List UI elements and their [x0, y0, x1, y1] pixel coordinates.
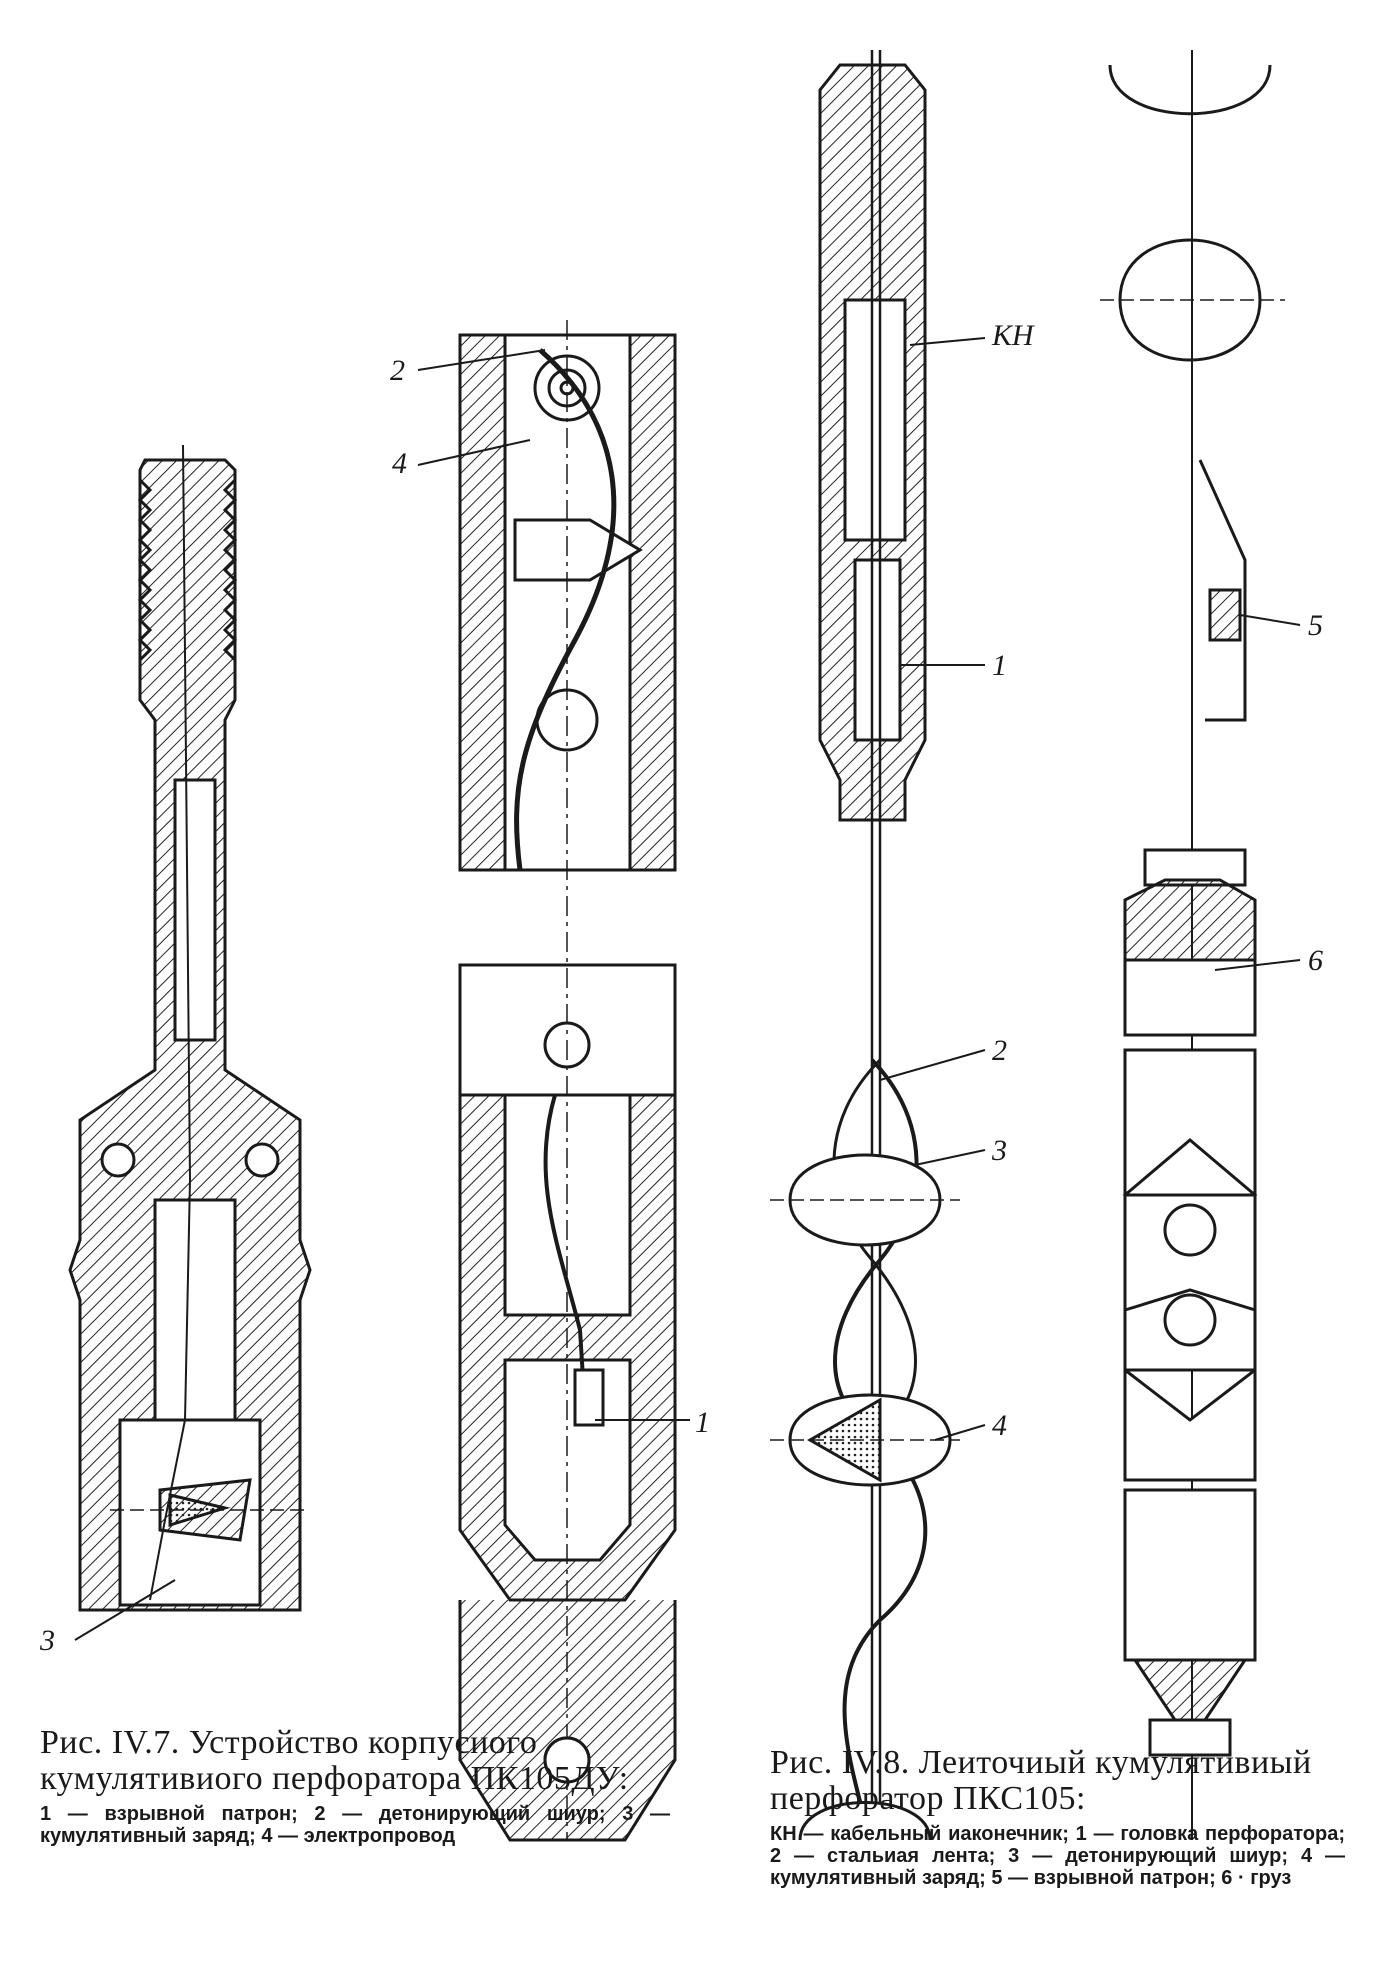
fig8-callout-3: 3	[991, 1134, 1007, 1167]
fig8-caption-legend: КН — кабельный иаконечник; 1 — головка п…	[770, 1823, 1345, 1889]
fig8-callout-4: 4	[992, 1409, 1007, 1442]
fig8-caption: Рис. IV.8. Леиточиый кумулятивиый перфор…	[770, 1744, 1345, 1890]
fig7-section	[458, 320, 677, 1842]
fig8-tool	[770, 50, 960, 1841]
fig7-tool-body	[68, 444, 312, 1612]
fig8-callout-2: 2	[992, 1034, 1007, 1067]
fig8-column	[1100, 50, 1285, 1840]
fig7-caption: Рис. IV.7. Устройство корпусиого кумулят…	[40, 1724, 670, 1848]
fig7-callout-1: 1	[695, 1406, 710, 1439]
fig7-callout-4: 4	[392, 447, 407, 480]
leader-lines	[74, 337, 1301, 1641]
fig8-callout-kn: КН	[991, 319, 1036, 352]
fig7-callout-3: 3	[39, 1624, 55, 1657]
fig7-caption-title: Рис. IV.7. Устройство корпусиого кумулят…	[40, 1724, 629, 1797]
fig7-callout-2: 2	[390, 354, 405, 387]
fig7-caption-legend: 1 — взрывной патрон; 2 — детонирующий ши…	[40, 1803, 670, 1847]
fig8-callout-1: 1	[992, 649, 1007, 682]
fig8-caption-title: Рис. IV.8. Леиточиый кумулятивиый перфор…	[770, 1744, 1312, 1817]
fig8-callout-6: 6	[1308, 944, 1323, 977]
fig8-callout-5: 5	[1308, 609, 1323, 642]
